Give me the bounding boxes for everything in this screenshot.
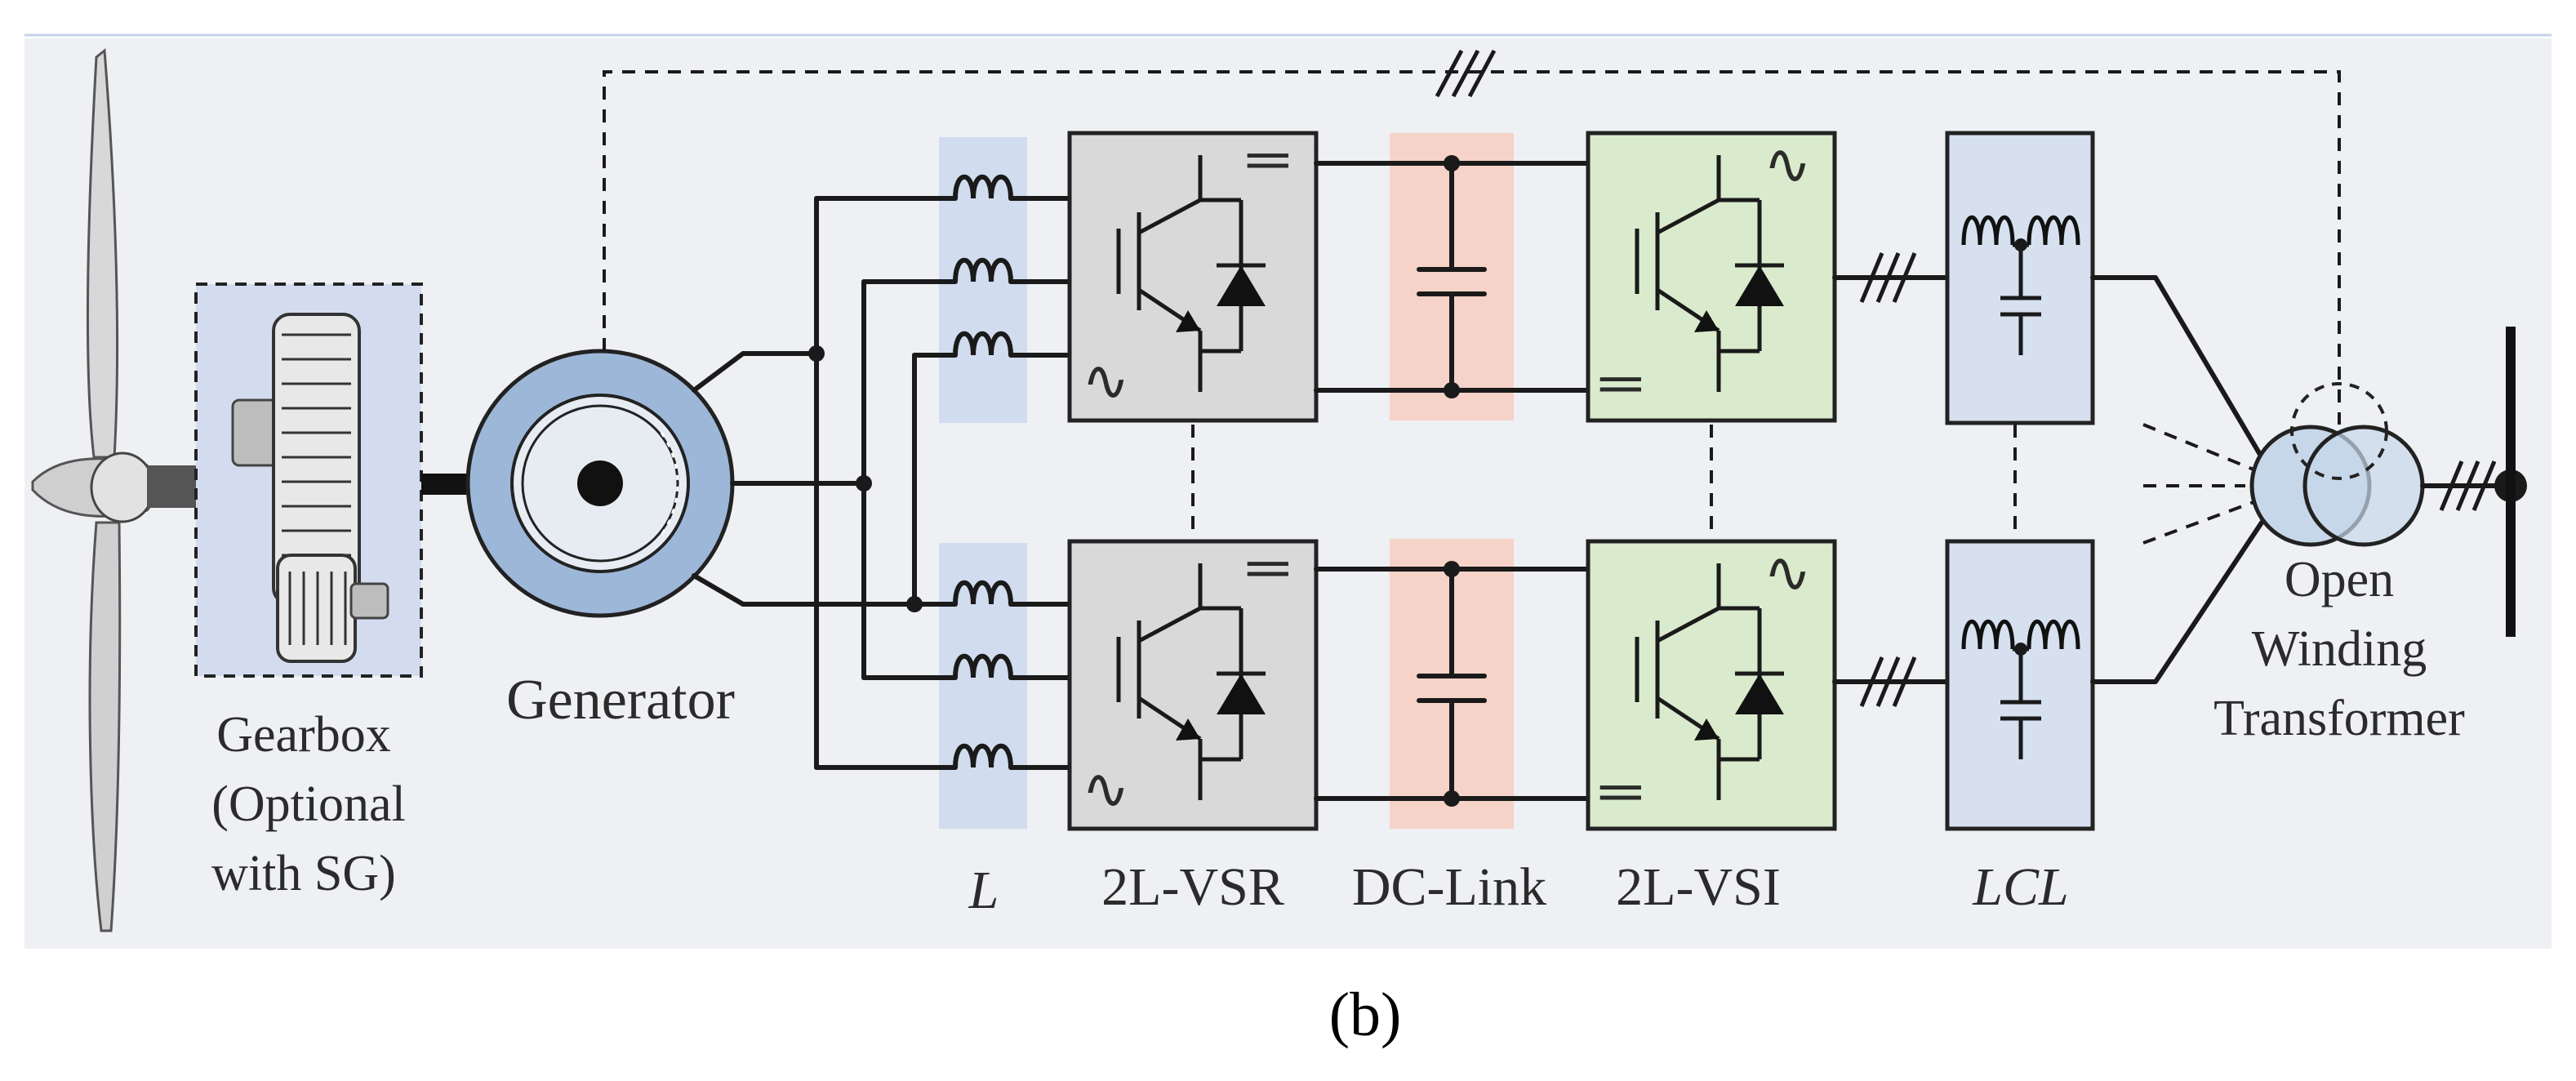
grid-connection: [2420, 327, 2527, 637]
inverter-lower: ∿ ═: [1586, 539, 1837, 831]
lcl-filter-upper: [1945, 131, 2095, 425]
inverter-upper: ∿ ═: [1586, 131, 1837, 423]
igbt-diode-icon: [1116, 155, 1266, 392]
rectifier-label: 2L-VSR: [1101, 857, 1284, 917]
dc-link-label: DC-Link: [1352, 857, 1546, 917]
dc-symbol: ═: [1599, 760, 1641, 823]
svg-text:Winding: Winding: [2252, 621, 2427, 677]
igbt-diode-icon: [1635, 155, 1784, 392]
dc-link-upper: [1314, 155, 1591, 398]
inductor-coils-upper: [953, 174, 1013, 356]
inverter-label: 2L-VSI: [1616, 857, 1781, 917]
rectifier-lower: ═ ∿: [1067, 536, 1319, 831]
wind-turbine-icon: [31, 48, 196, 932]
inductor-coils-lower: [953, 580, 1013, 768]
control-bus-hash: [1435, 49, 1497, 98]
inverter-output-lower: [1832, 656, 1950, 707]
transformer-label: Open Winding Transformer: [2213, 552, 2465, 746]
igbt-diode-icon: [1116, 563, 1266, 800]
svg-text:Transformer: Transformer: [2213, 691, 2465, 746]
control-signal-line: [603, 70, 2341, 425]
ac-symbol: ∿: [1082, 350, 1130, 413]
igbt-diode-icon: [1635, 563, 1784, 800]
gearbox-block: [194, 282, 423, 678]
dc-symbol: ═: [1247, 536, 1288, 599]
figure-caption: (b): [1329, 981, 1402, 1049]
filter-to-transformer-wires: [2090, 275, 2264, 684]
dc-link-lower: [1314, 561, 1591, 807]
svg-text:Gearbox: Gearbox: [216, 707, 390, 763]
inductor-wires-lower: [814, 602, 1072, 770]
filter-label: LCL: [1972, 857, 2068, 917]
svg-text:Open: Open: [2285, 552, 2394, 607]
svg-text:(Optional: (Optional: [211, 776, 406, 832]
generator-output-wires: [692, 351, 917, 607]
phase-buses: [808, 196, 923, 770]
ac-symbol: ∿: [1764, 542, 1812, 605]
ac-symbol: ∿: [1082, 758, 1130, 821]
dc-symbol: ═: [1599, 352, 1641, 415]
ac-symbol: ∿: [1764, 134, 1812, 197]
dc-symbol: ═: [1247, 128, 1288, 191]
inductor-band-lower: [939, 543, 1027, 829]
gearbox-label: Gearbox (Optional with SG): [211, 707, 406, 901]
rectifier-upper: ═ ∿: [1067, 128, 1319, 423]
generator-label: Generator: [506, 669, 735, 732]
lcl-filter-lower: [1945, 539, 2095, 831]
generator-block: [465, 349, 735, 618]
inverter-output-upper: [1832, 252, 1950, 303]
inductor-wires-upper: [814, 196, 1072, 358]
svg-text:with SG): with SG): [211, 846, 396, 901]
inductor-label: L: [968, 861, 999, 920]
